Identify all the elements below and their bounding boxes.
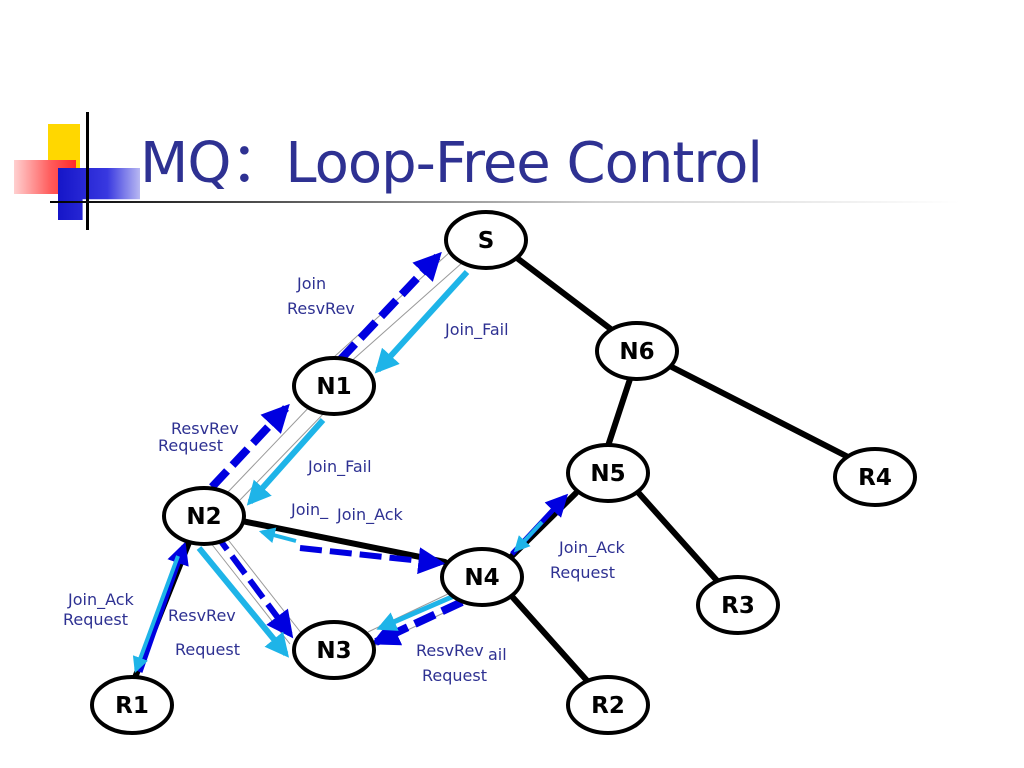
label-request-n2n3: Request	[175, 640, 240, 659]
node-n4: N4	[440, 547, 524, 607]
node-n1: N1	[292, 356, 376, 416]
arrow-cyan-n2-n3	[196, 546, 290, 658]
arrow-joinfail-s-n1	[374, 269, 470, 374]
network-nodes: S N1 N2 N3 N4 N5 N6 R1	[90, 210, 917, 735]
label-request-n4n5: Request	[550, 563, 615, 582]
slide-title: MQ：Loop-Free Control	[140, 131, 763, 196]
node-r2: R2	[566, 675, 650, 735]
label-joinfail-top: Join_Fail	[444, 320, 509, 340]
link-n5-r3	[633, 487, 723, 587]
node-r4: R4	[833, 447, 917, 507]
node-label-r1: R1	[115, 693, 149, 719]
node-n3: N3	[292, 620, 376, 680]
network-links	[131, 252, 855, 687]
arrow-joinfail-n1-n2	[246, 418, 326, 506]
node-label-r3: R3	[721, 593, 755, 619]
label-resvrev-n2n1: ResvRev	[171, 419, 239, 438]
fail-ack-arrows	[132, 269, 544, 674]
arrow-join-n1-s	[337, 251, 442, 363]
label-joinfail-mid: Join_Fail	[307, 457, 372, 477]
link-n6-r4	[659, 359, 855, 462]
outline-n1-n2-a	[239, 409, 328, 501]
outline-n1-n2-b	[227, 401, 315, 493]
link-s-n6	[510, 252, 615, 333]
arrow-join-n2-n4	[299, 545, 446, 575]
node-label-n5: N5	[590, 461, 625, 487]
node-r1: R1	[90, 675, 174, 735]
node-label-r2: R2	[591, 693, 625, 719]
node-n5: N5	[566, 443, 650, 503]
label-request-r1: Request	[63, 610, 128, 629]
label-request-n3n4: Request	[422, 666, 487, 685]
arrow-join-r1-n2	[137, 541, 189, 673]
node-s: S	[444, 210, 528, 270]
link-n4-r2	[505, 589, 593, 687]
label-request-n2n1: Request	[158, 436, 223, 455]
node-label-n1: N1	[316, 374, 351, 400]
arrow-joinack-n5-n4	[513, 520, 544, 553]
arrow-cyan-n4-n3	[376, 593, 455, 631]
node-r3: R3	[696, 575, 780, 635]
label-resvrev-top: ResvRev	[287, 299, 355, 318]
link-n6-n5	[603, 370, 635, 455]
decor-vertical-line	[86, 112, 89, 230]
label-join-partial: Join_	[290, 500, 329, 520]
arrow-joinack-n2-r1	[132, 555, 180, 674]
label-join-top: Join	[296, 274, 326, 293]
label-resvrev-n2n3: ResvRev	[168, 606, 236, 625]
node-label-n4: N4	[464, 565, 499, 591]
arrow-resvrev-n2-n3	[211, 530, 294, 639]
label-joinack-n4n5: Join_Ack	[558, 538, 626, 558]
node-n2: N2	[162, 486, 246, 546]
message-labels: Join ResvRev Join_Fail Request ResvRev J…	[63, 274, 626, 685]
outline-n2-n3-b	[209, 541, 291, 645]
link-n2-n4	[234, 517, 448, 565]
arrow-resvrev-n4-n3	[370, 598, 464, 646]
resv-arrows	[209, 251, 464, 646]
label-joinack-r1: Join_Ack	[67, 590, 135, 610]
title-underline	[50, 201, 960, 203]
node-n6: N6	[595, 321, 679, 381]
node-label-s: S	[478, 228, 495, 254]
arrow-joinack-n4-n2	[258, 527, 297, 544]
label-resvrev-n3n4: ResvRev	[416, 641, 484, 660]
arrow-resvrev-n2-n1	[209, 403, 290, 490]
node-label-n3: N3	[316, 638, 351, 664]
outline-s-n1-a	[346, 261, 464, 366]
node-label-r4: R4	[858, 465, 892, 491]
node-label-n6: N6	[619, 339, 654, 365]
label-fail-n3n4: ail	[488, 645, 507, 664]
node-label-n2: N2	[186, 504, 221, 530]
label-joinack-n2: Join_Ack	[336, 505, 404, 525]
